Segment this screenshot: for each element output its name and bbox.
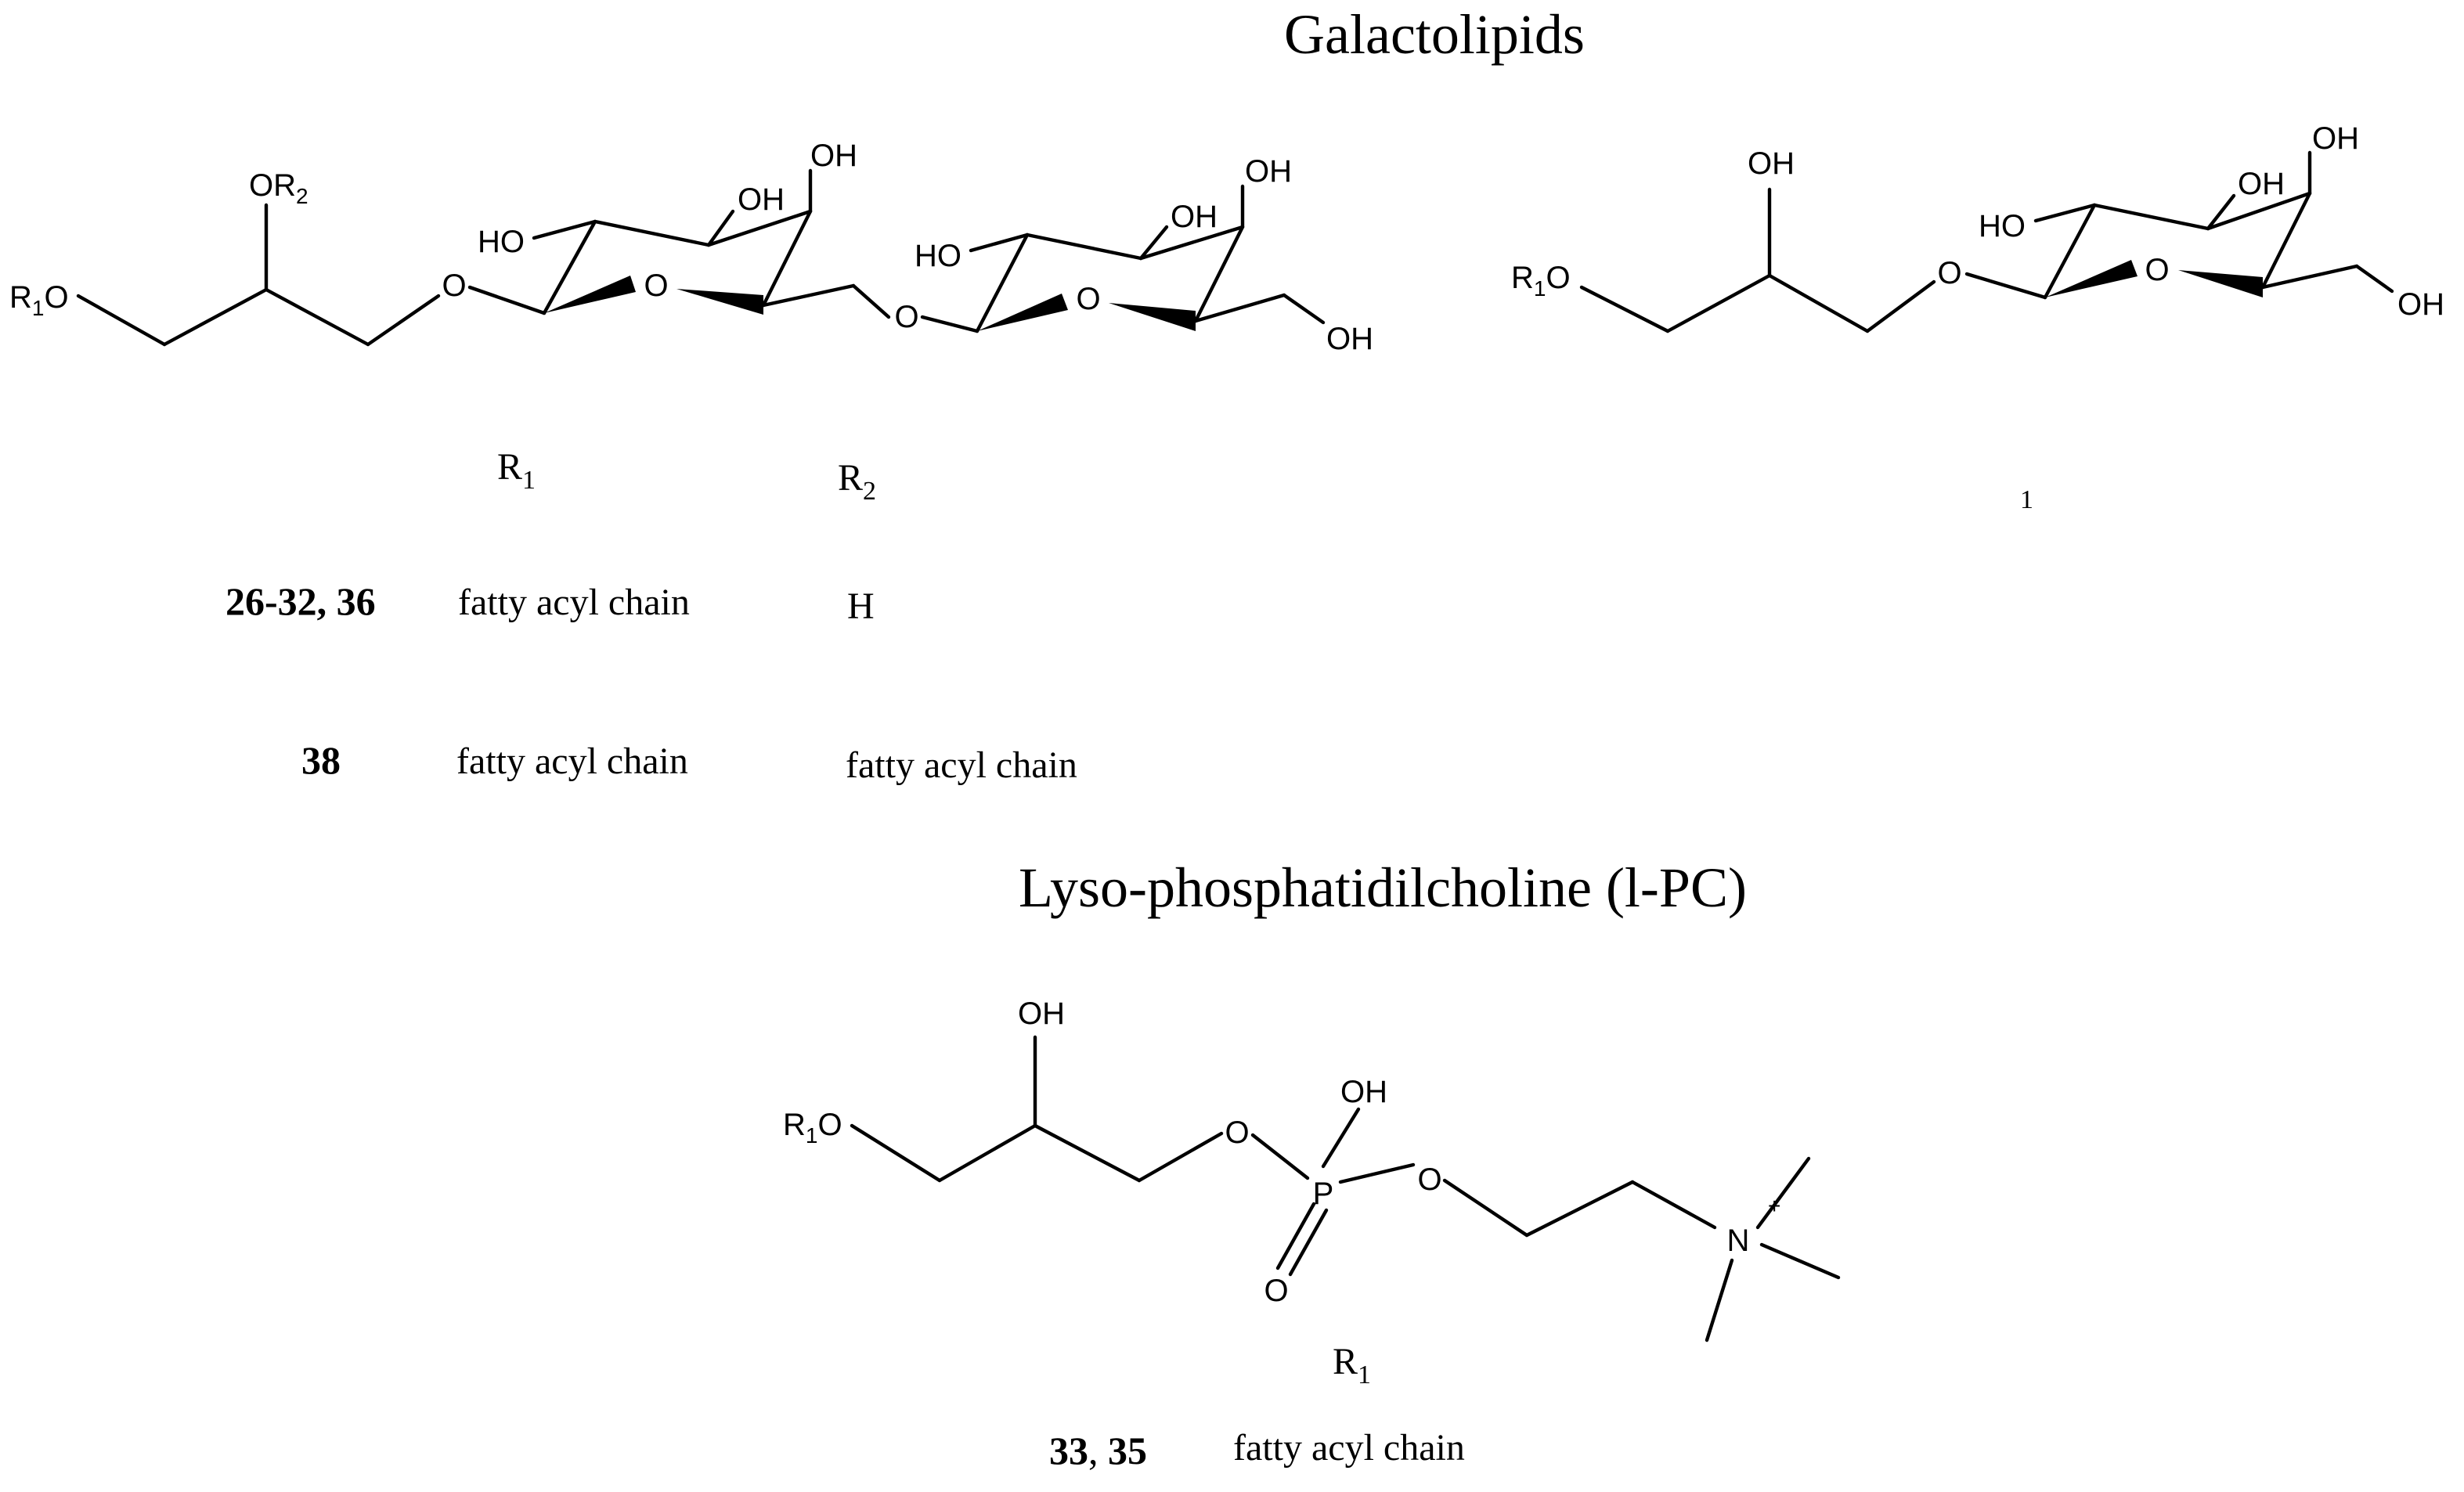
- r2-value: H: [847, 586, 875, 627]
- ring-oxygen-mgmg: O: [2145, 253, 2169, 287]
- hydroxyl-oh-ring1-b: OH: [810, 139, 857, 173]
- or2-label: OR2: [249, 168, 308, 208]
- positive-charge: +: [1768, 1194, 1780, 1218]
- ring1-oxygen: O: [644, 268, 668, 303]
- r1o-label-dgdg: R1O: [9, 280, 69, 320]
- r1-value: fatty acyl chain: [1233, 1427, 1465, 1469]
- column-header-r2: R2: [838, 457, 876, 506]
- compound-number: 26-32, 36: [225, 579, 376, 623]
- table-lpc: R1 33, 35 fatty acyl chain: [1049, 1341, 1465, 1472]
- ring2-oxygen: O: [1076, 282, 1100, 316]
- nitrogen-atom: N: [1727, 1224, 1750, 1258]
- phosphorus-atom: P: [1313, 1177, 1334, 1211]
- hydroxyl-oh-ring2-b: OH: [1245, 154, 1292, 189]
- hydroxyl-ho-ring2: HO: [915, 239, 961, 273]
- glycosidic-oxygen-2: O: [894, 300, 918, 334]
- hydroxyl-oh-glycerol-mgmg: OH: [1748, 146, 1795, 181]
- structure-dgdg: R1O OR2 O HO OH OH O O O HO OH OH OH: [9, 139, 1373, 356]
- r1-value: fatty acyl chain: [458, 582, 690, 623]
- compound-number: 38: [301, 738, 341, 782]
- hydroxyl-oh-ring2-a: OH: [1171, 200, 1218, 234]
- hydroxyl-oh-mgmg-b: OH: [2312, 121, 2359, 156]
- hydroxyl-oh-phosphate: OH: [1340, 1075, 1387, 1109]
- hydroxyl-oh-ring1-a: OH: [738, 182, 785, 217]
- r1-value: fatty acyl chain: [456, 741, 688, 782]
- r1o-label-mgmg: R1O: [1511, 261, 1571, 301]
- lysopc-title: Lyso-phosphatidilcholine (l-PC): [1019, 856, 1747, 919]
- hydroxyl-ho-mgmg: HO: [1979, 209, 2026, 243]
- compound-numbers: 33, 35: [1049, 1429, 1147, 1472]
- glycosidic-oxygen-1: O: [442, 268, 466, 303]
- structure-lpc: R1O OH O P OH O O N +: [783, 996, 1841, 1342]
- hydroxyl-oh-mgmg-c: OH: [2397, 287, 2444, 322]
- table-dgdg: R1 R2 26-32, 36 fatty acyl chain H 38 fa…: [225, 446, 1077, 786]
- hydroxyl-oh-ring2-c: OH: [1326, 322, 1373, 356]
- column-header-r1: R1: [1333, 1341, 1371, 1389]
- hydroxyl-oh-glycerol-lpc: OH: [1018, 996, 1065, 1031]
- hydroxyl-ho-ring1: HO: [478, 225, 525, 259]
- r1o-label-lpc: R1O: [783, 1108, 842, 1148]
- table-mgmg: 1: [2020, 485, 2033, 514]
- column-header-r1: R1: [497, 446, 536, 495]
- structure-mgmg: R1O OH O O HO OH OH OH: [1511, 121, 2444, 333]
- galactolipids-title: Galactolipids: [1284, 3, 1585, 66]
- glycosidic-oxygen-mgmg: O: [1937, 256, 1961, 290]
- ester-oxygen-1: O: [1225, 1115, 1249, 1150]
- ester-oxygen-2: O: [1417, 1162, 1441, 1197]
- column-header-r1: 1: [2020, 485, 2033, 514]
- r2-value: fatty acyl chain: [846, 744, 1077, 786]
- phosphoryl-oxygen: O: [1264, 1274, 1288, 1308]
- hydroxyl-oh-mgmg-a: OH: [2238, 167, 2285, 201]
